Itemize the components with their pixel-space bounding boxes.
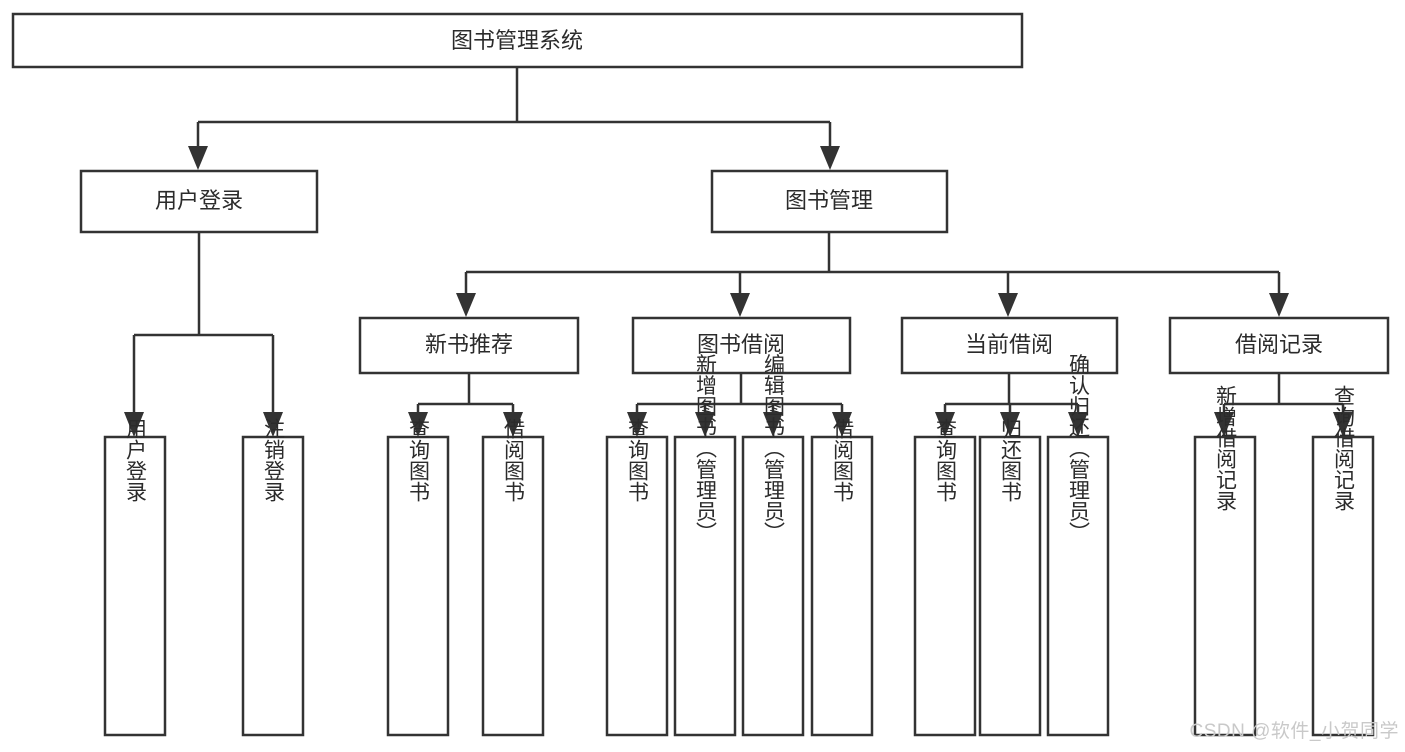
leaf-node[interactable]: 查询图书	[605, 418, 669, 737]
leaf-node[interactable]: 借阅图书	[481, 418, 545, 737]
node-book-manage-label: 图书管理	[785, 188, 873, 213]
leaf-node[interactable]: 新增借阅记录	[1193, 385, 1257, 737]
leaf-node-label: 查询图书	[626, 418, 650, 502]
connector-book-manage-to-level3	[456, 232, 1289, 317]
leaf-node-label: 新增图书（管理员）	[694, 354, 718, 543]
leaf-node[interactable]: 查询借阅记录	[1311, 385, 1375, 737]
leaf-node[interactable]: 新增图书（管理员）	[673, 354, 737, 737]
leaf-node-label: 查询图书	[407, 418, 431, 502]
leaf-node-label: 编辑图书（管理员）	[762, 354, 786, 543]
leaf-node[interactable]: 查询图书	[913, 418, 977, 737]
connector-new-book-rec-to-leaves	[408, 373, 523, 437]
leaf-node[interactable]: 用户登录	[103, 418, 167, 737]
node-user-login[interactable]: 用户登录	[79, 169, 319, 234]
leaf-node[interactable]: 注销登录	[241, 418, 305, 737]
node-root-label: 图书管理系统	[451, 28, 583, 53]
node-new-book-rec-label: 新书推荐	[425, 332, 513, 357]
leaf-node-label: 借阅图书	[831, 418, 855, 502]
leaf-node-label: 新增借阅记录	[1214, 385, 1238, 511]
leaf-node[interactable]: 归还图书	[978, 418, 1042, 737]
connector-borrow-record-to-leaves	[1214, 373, 1353, 437]
leaf-node-label: 用户登录	[124, 418, 148, 502]
leaf-node-label: 归还图书	[999, 418, 1023, 502]
leaf-node-label: 确认归还（管理员）	[1067, 354, 1091, 543]
node-current-borrow[interactable]: 当前借阅	[900, 316, 1119, 375]
leaf-node-label: 查询图书	[934, 418, 958, 502]
node-current-borrow-label: 当前借阅	[965, 332, 1053, 357]
leaf-node-label: 借阅图书	[502, 418, 526, 502]
connector-user-login-to-leaves	[124, 232, 283, 437]
node-borrow-record-label: 借阅记录	[1235, 332, 1323, 357]
connector-book-borrow-to-leaves	[627, 373, 852, 437]
node-book-borrow[interactable]: 图书借阅	[631, 316, 852, 375]
leaf-node[interactable]: 编辑图书（管理员）	[741, 354, 805, 737]
node-book-borrow-label: 图书借阅	[697, 332, 785, 357]
leaf-node[interactable]: 借阅图书	[810, 418, 874, 737]
node-borrow-record[interactable]: 借阅记录	[1168, 316, 1390, 375]
connector-current-borrow-to-leaves	[935, 373, 1088, 437]
leaf-node-label: 注销登录	[262, 418, 286, 502]
leaf-node[interactable]: 查询图书	[386, 418, 450, 737]
node-new-book-rec[interactable]: 新书推荐	[358, 316, 580, 375]
connector-root-to-level2	[188, 67, 840, 170]
leaf-node-label: 查询借阅记录	[1332, 385, 1356, 511]
node-book-manage[interactable]: 图书管理	[710, 169, 949, 234]
node-user-login-label: 用户登录	[155, 188, 243, 213]
leaf-node[interactable]: 确认归还（管理员）	[1046, 354, 1110, 737]
node-root[interactable]: 图书管理系统	[11, 12, 1024, 69]
